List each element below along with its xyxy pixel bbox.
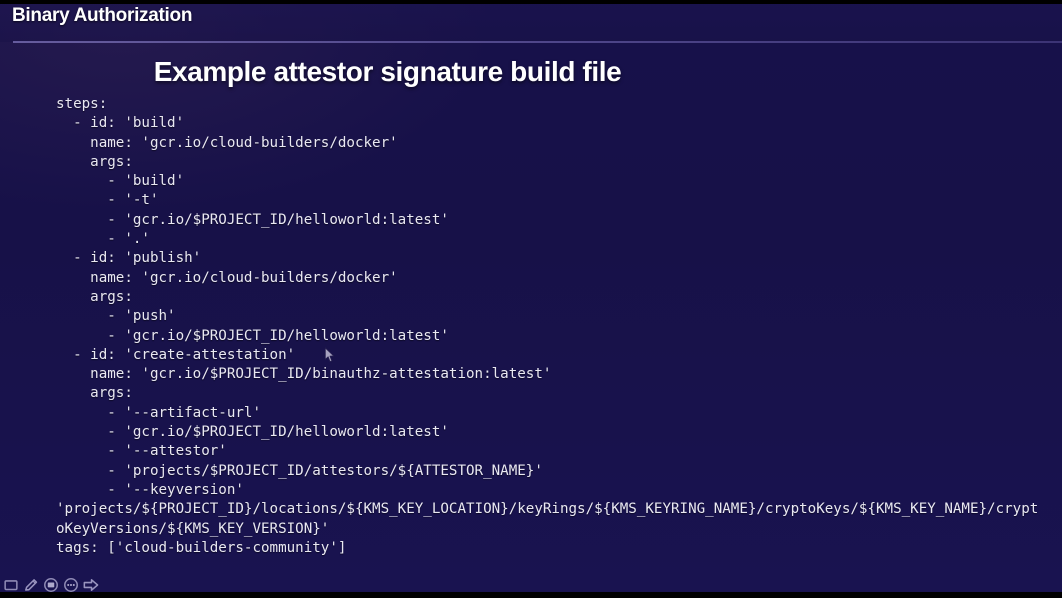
code-line: - id: 'build'	[56, 115, 185, 132]
code-line: args:	[56, 385, 133, 402]
code-line: name: 'gcr.io/$PROJECT_ID/binauthz-attes…	[56, 366, 552, 383]
slide-canvas	[0, 4, 1062, 592]
header-divider	[13, 41, 1062, 43]
code-line: - '-t'	[56, 192, 159, 209]
slide-frame-icon[interactable]	[2, 576, 20, 594]
page-title: Binary Authorization	[12, 5, 193, 26]
presentation-toolbar[interactable]	[2, 576, 100, 594]
slide-heading: Example attestor signature build file	[153, 56, 622, 87]
code-line: - id: 'publish'	[56, 250, 202, 267]
code-line: - id: 'create-attestation'	[56, 346, 296, 363]
code-line: - '.'	[56, 231, 150, 248]
code-line: - '--keyversion'	[56, 481, 244, 498]
pen-icon[interactable]	[22, 576, 40, 594]
mouse-cursor	[324, 347, 335, 363]
code-line: name: 'gcr.io/cloud-builders/docker'	[56, 269, 398, 286]
presentation-menu-icon[interactable]	[42, 576, 60, 594]
code-line: - 'gcr.io/$PROJECT_ID/helloworld:latest'	[56, 211, 449, 228]
code-line: - 'build'	[56, 173, 185, 190]
code-line: - '--artifact-url'	[56, 404, 261, 421]
code-block: steps: - id: 'build' name: 'gcr.io/cloud…	[56, 95, 1041, 558]
code-line: - 'push'	[56, 308, 176, 325]
code-line: - '--attestor'	[56, 443, 227, 460]
header-band	[0, 4, 1062, 42]
code-line: - 'gcr.io/$PROJECT_ID/helloworld:latest'	[56, 424, 449, 441]
code-line: args:	[56, 288, 133, 305]
code-line-tags: tags: ['cloud-builders-community']	[56, 539, 347, 556]
code-line: steps:	[56, 96, 108, 112]
code-line-wrapped: 'projects/${PROJECT_ID}/locations/${KMS_…	[56, 501, 1039, 537]
next-slide-arrow-icon[interactable]	[82, 576, 100, 594]
more-options-icon[interactable]	[62, 576, 80, 594]
code-line: - 'projects/$PROJECT_ID/attestors/${ATTE…	[56, 462, 543, 479]
code-line: name: 'gcr.io/cloud-builders/docker'	[56, 134, 398, 151]
code-line: - 'gcr.io/$PROJECT_ID/helloworld:latest'	[56, 327, 449, 344]
code-line: args:	[56, 153, 133, 170]
